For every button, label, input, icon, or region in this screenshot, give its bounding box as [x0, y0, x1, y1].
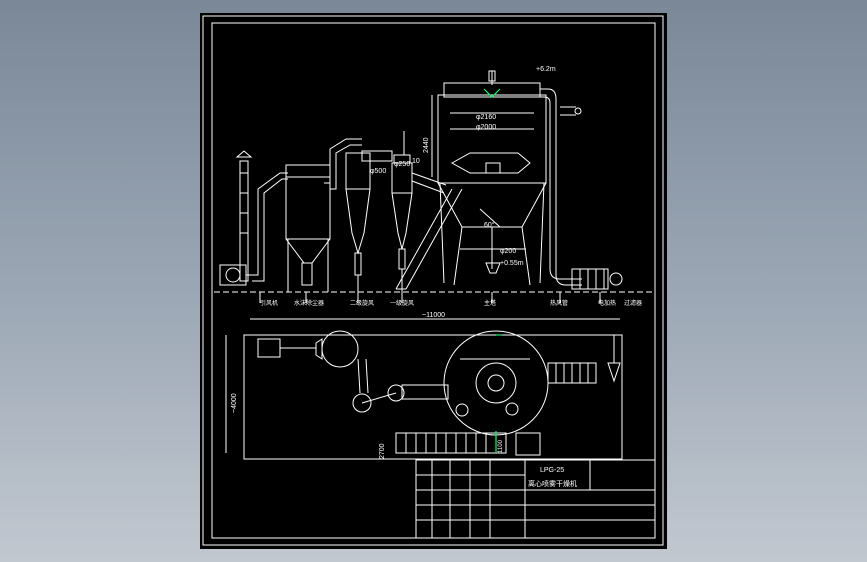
dia-200-label: φ200: [500, 248, 516, 255]
plan-cyclones: [352, 358, 449, 413]
label-hot-air-duct: 热风管: [550, 299, 568, 307]
label-scrubber: 水沫除尘器: [294, 299, 324, 307]
cad-drawing: +6.2m φ2160 φ2000 2440 φ500 φ250 60° φ20…: [202, 15, 664, 546]
length-dim-label: ~11000: [422, 312, 445, 319]
title-block: [415, 459, 656, 539]
main-tower: [431, 70, 547, 286]
dim-2160-label: φ2160: [476, 114, 496, 121]
inner-frame: [211, 22, 656, 539]
duct-2b: [324, 138, 362, 184]
dim-10-label: 10: [412, 158, 420, 165]
label-main-tower: 主塔: [484, 299, 496, 307]
dim-2000-label: φ2000: [476, 124, 496, 131]
offset-dim-label: 2700: [379, 443, 386, 459]
exhaust-stack: [219, 150, 253, 286]
label-primary-cyclone: 一级旋风: [390, 299, 414, 307]
drawing-sheet: +6.2m φ2160 φ2000 2440 φ500 φ250 60° φ20…: [200, 13, 667, 549]
duct-1b: [252, 178, 288, 282]
label-heater: 电加热: [598, 299, 616, 307]
heater-assembly: [571, 268, 623, 290]
title-model: LPG-25: [540, 467, 564, 474]
wet-scrubber: [285, 164, 331, 292]
label-secondary-cyclone: 二级旋风: [350, 299, 374, 307]
title-name: 离心喷雾干燥机: [528, 479, 577, 488]
conveyor-pipe: [395, 188, 463, 290]
accent-marks: [483, 88, 502, 453]
plan-conveyor: [395, 432, 541, 456]
duct-1: [246, 172, 288, 276]
outer-frame: [202, 15, 664, 546]
label-filter: 过滤器: [624, 299, 642, 307]
hot-air-duct: [540, 88, 582, 286]
low-level-label: +0.55m: [500, 260, 524, 267]
plan-heater: [547, 335, 621, 384]
label-induced-fan: 引风机: [260, 299, 278, 307]
width-dim-label: ~4000: [231, 393, 238, 413]
plan-tower: [443, 330, 549, 436]
spacing-dim-label: 1100: [498, 439, 504, 453]
primary-cyclone: [391, 131, 413, 270]
height-2440-label: 2440: [423, 137, 430, 153]
duct-2: [330, 144, 362, 190]
dia-250-label: φ250: [394, 161, 410, 168]
dia-500-label: φ500: [370, 168, 386, 175]
top-level-label: +6.2m: [536, 66, 556, 73]
plan-outline: [243, 334, 623, 460]
angle-label: 60°: [484, 221, 495, 229]
plan-fan: [257, 330, 359, 368]
